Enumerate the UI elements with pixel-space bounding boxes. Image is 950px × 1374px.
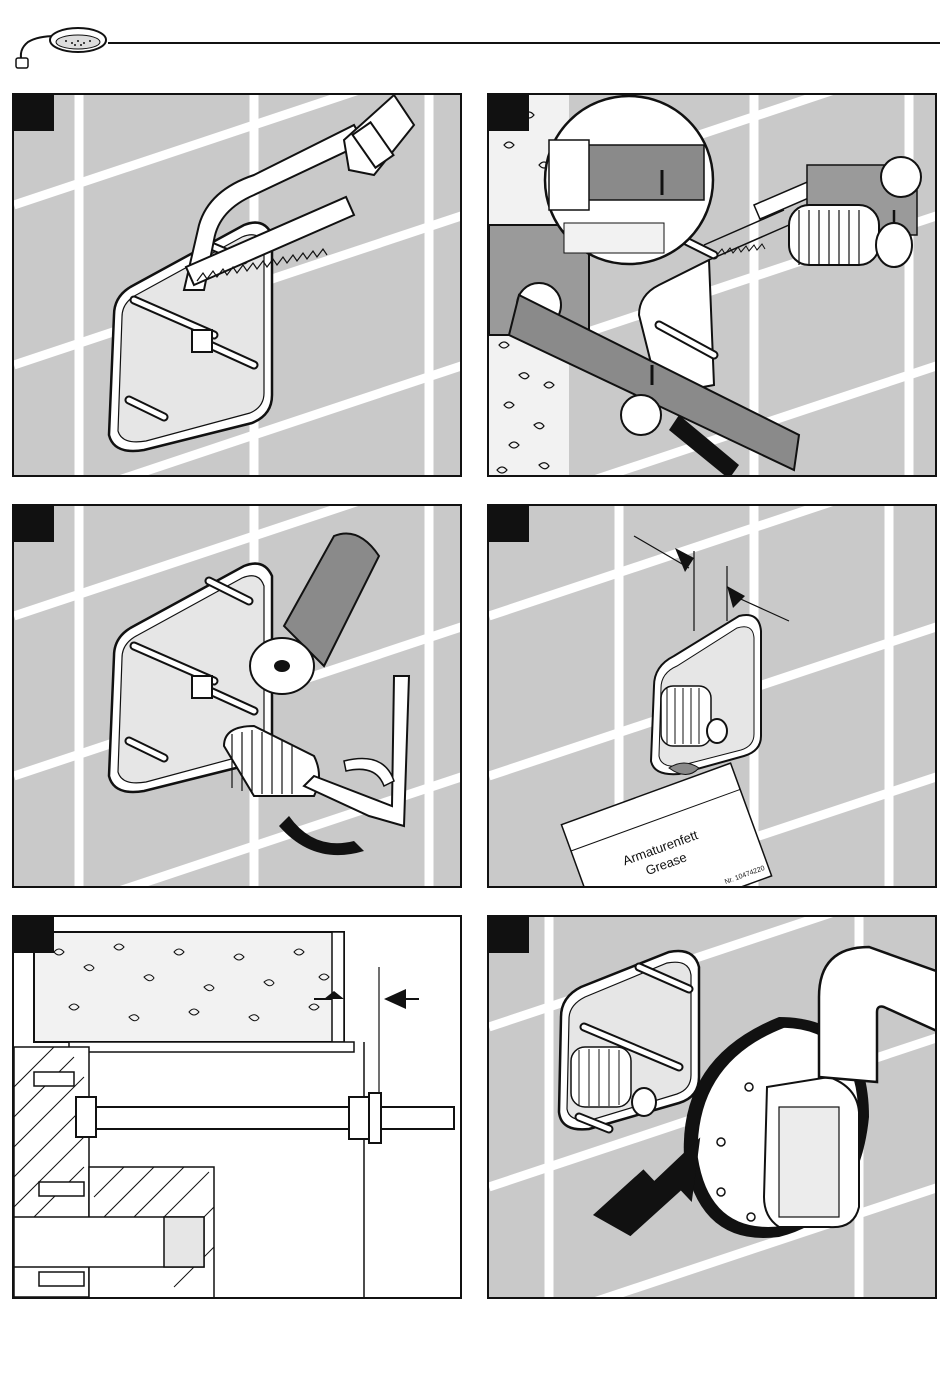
saw-illustration [14,95,462,477]
step-panel-1 [12,93,462,477]
step-panel-5 [12,915,462,1299]
step-badge [489,95,529,131]
step-panel-3 [12,504,462,888]
step-badge [489,506,529,542]
step-badge [14,95,54,131]
step-panel-4: Armaturenfett Grease Nr. 10474220 [487,504,937,888]
cartridge-illustration [14,506,462,888]
mounting-illustration [489,917,937,1299]
step-panel-6 [487,915,937,1299]
grease-illustration: Armaturenfett Grease Nr. 10474220 [489,506,937,888]
cut-depth-illustration [489,95,937,477]
step-badge [14,506,54,542]
step-badge [14,917,54,953]
shower-head-icon [8,22,108,72]
step-panel-2 [487,93,937,477]
header-rule [108,42,940,44]
step-badge [489,917,529,953]
cross-section-illustration [14,917,462,1299]
